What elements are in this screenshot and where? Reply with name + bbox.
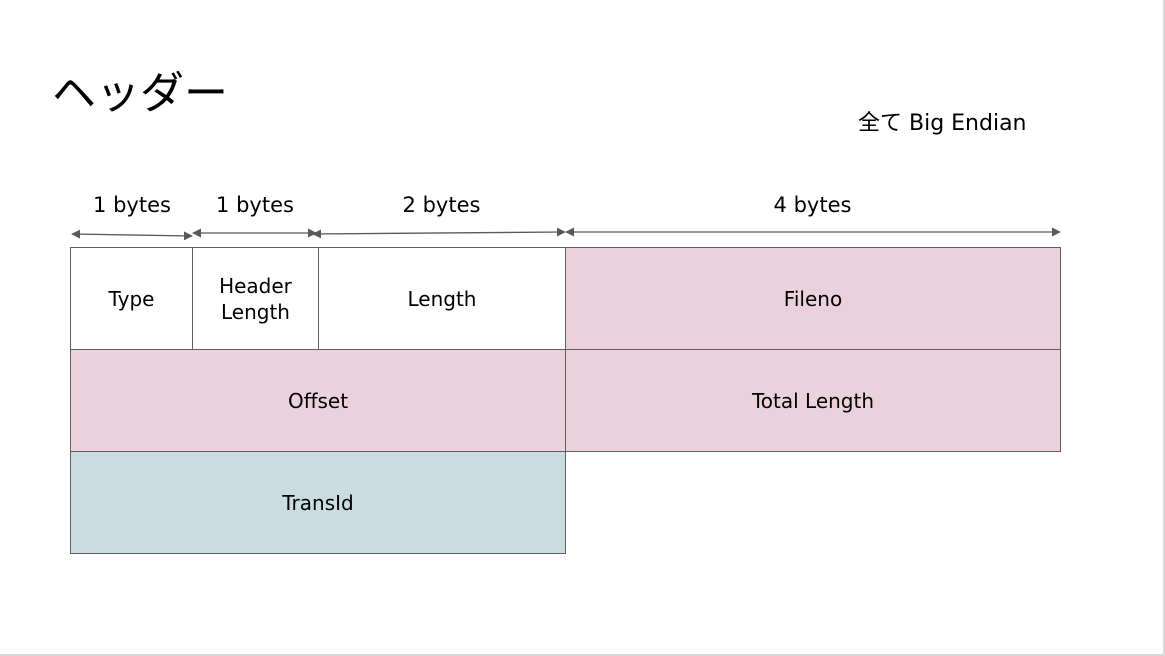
field-fileno: Fileno bbox=[565, 247, 1061, 350]
field-total-length-label: Total Length bbox=[751, 388, 875, 413]
size-label-4bytes: 4 bytes bbox=[773, 193, 852, 217]
size-label-header-length: 1 bytes bbox=[216, 193, 294, 217]
slide-border-bottom bbox=[0, 654, 1165, 656]
endianness-note: 全て Big Endian bbox=[858, 111, 1027, 136]
field-length: Length bbox=[318, 247, 566, 350]
field-type-label: Type bbox=[108, 286, 155, 311]
field-header-length-label: Header Length bbox=[219, 273, 292, 324]
arrow-span-1 bbox=[71, 229, 193, 241]
field-type: Type bbox=[70, 247, 193, 350]
field-transid: TransId bbox=[70, 451, 566, 554]
slide-border-right bbox=[1163, 0, 1165, 656]
field-fileno-label: Fileno bbox=[783, 286, 843, 311]
field-length-label: Length bbox=[407, 286, 477, 311]
size-label-type: 1 bytes bbox=[93, 193, 171, 217]
size-label-length: 2 bytes bbox=[402, 193, 481, 217]
slide-title: ヘッダー bbox=[52, 68, 228, 119]
field-header-length: Header Length bbox=[192, 247, 319, 350]
field-total-length: Total Length bbox=[565, 349, 1061, 452]
field-offset: Offset bbox=[70, 349, 566, 452]
field-offset-label: Offset bbox=[287, 388, 349, 413]
field-transid-label: TransId bbox=[282, 490, 354, 515]
arrow-span-3 bbox=[312, 227, 566, 239]
